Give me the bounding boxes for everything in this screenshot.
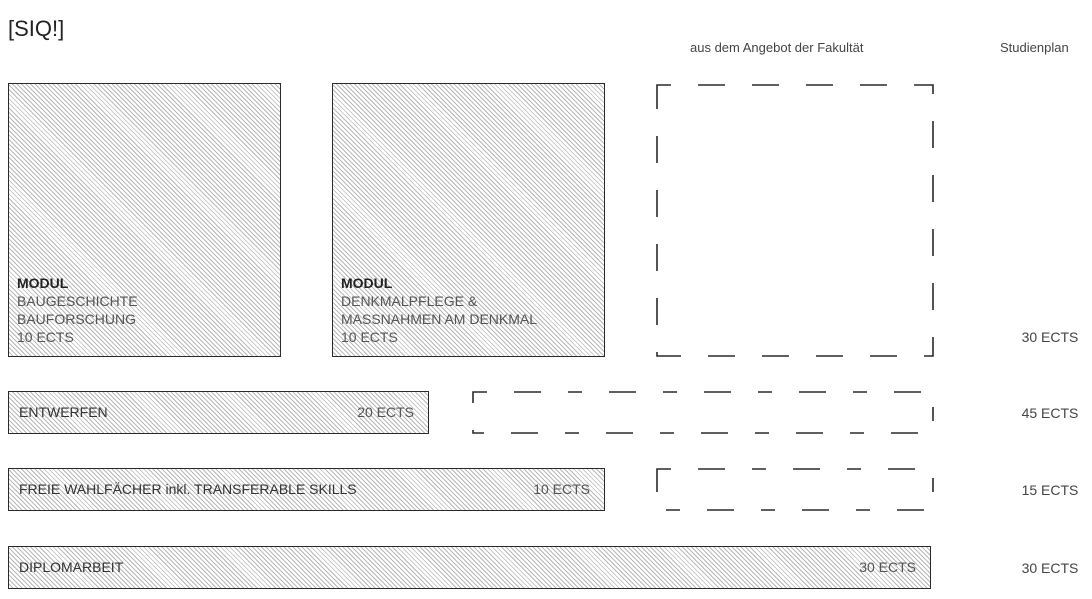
module-line: DENKMALPFLEGE & <box>341 293 478 309</box>
module-heading: MODUL <box>17 275 69 291</box>
bar-label: FREIE WAHLFÄCHER inkl. TRANSFERABLE SKIL… <box>19 481 357 497</box>
module-line: BAUFORSCHUNG <box>17 311 137 327</box>
bar-total: 45 ECTS <box>1021 405 1079 421</box>
faculty-offer-placeholder-large <box>656 84 934 357</box>
module-total: 30 ECTS <box>1021 329 1079 345</box>
bar-ects: 10 ECTS <box>533 481 590 497</box>
module-baugeschichte: MODUL BAUGESCHICHTE BAUFORSCHUNG 10 ECTS <box>8 83 281 357</box>
bar-label: DIPLOMARBEIT <box>19 559 124 575</box>
page-title: [SIQ!] <box>8 16 65 41</box>
bar-ects: 30 ECTS <box>859 559 916 575</box>
bar-ects: 20 ECTS <box>357 404 414 420</box>
bar-total: 30 ECTS <box>1021 560 1079 576</box>
faculty-offer-placeholder-wahlfaecher <box>656 468 934 511</box>
bar-freie-wahlfaecher: FREIE WAHLFÄCHER inkl. TRANSFERABLE SKIL… <box>8 468 605 511</box>
module-ects: 10 ECTS <box>17 329 74 345</box>
bar-label: ENTWERFEN <box>19 404 108 420</box>
module-heading: MODUL <box>341 275 393 291</box>
bar-entwerfen: ENTWERFEN 20 ECTS <box>8 391 429 434</box>
bar-total: 15 ECTS <box>1021 482 1079 498</box>
module-denkmalpflege: MODUL DENKMALPFLEGE & MASSNAHMEN AM DENK… <box>332 83 605 357</box>
plan-column-header: Studienplan <box>1000 40 1069 55</box>
faculty-offer-placeholder-entwerfen <box>472 391 934 434</box>
module-line: BAUGESCHICHTE <box>17 293 138 309</box>
faculty-column-header: aus dem Angebot der Fakultät <box>690 40 864 55</box>
bar-diplomarbeit: DIPLOMARBEIT 30 ECTS <box>8 546 931 589</box>
module-ects: 10 ECTS <box>341 329 398 345</box>
module-line: MASSNAHMEN AM DENKMAL <box>341 311 538 327</box>
